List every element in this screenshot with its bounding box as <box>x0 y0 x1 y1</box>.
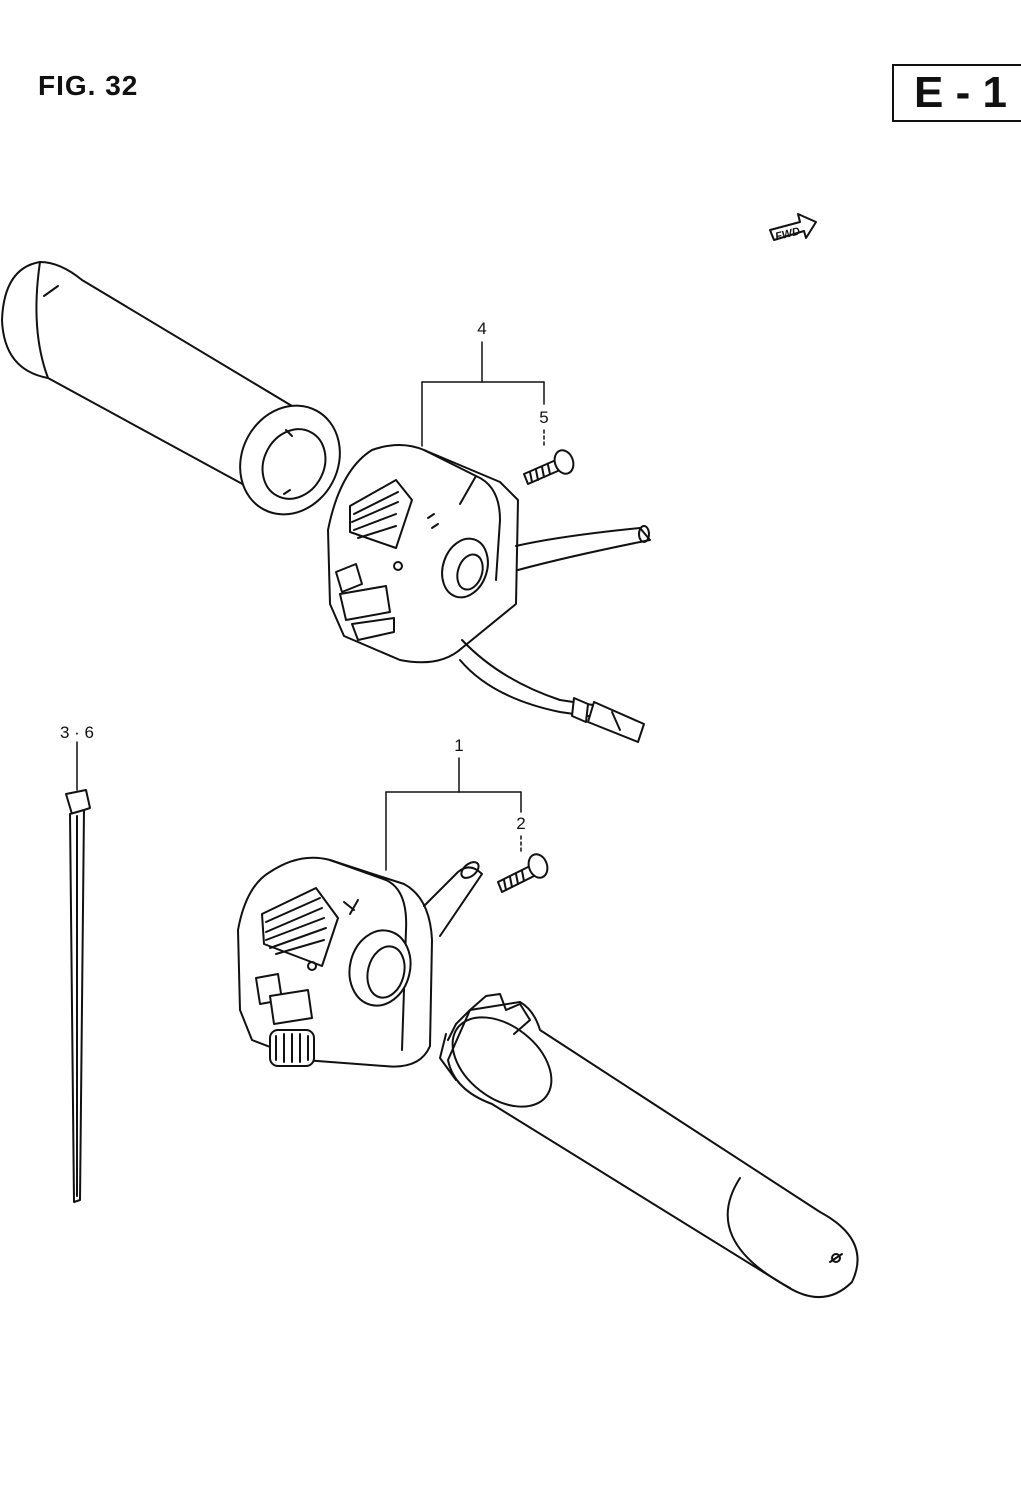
leader-lines-4-5 <box>421 341 545 449</box>
fwd-label: FWD <box>774 225 801 243</box>
figure-code-box: E - 1 <box>892 64 1021 122</box>
left-handlebar-switch <box>327 444 651 743</box>
callout-2: 2 <box>516 814 526 833</box>
callout-5: 5 <box>539 408 549 427</box>
leader-lines-1-2 <box>385 757 522 871</box>
screw-5 <box>523 449 575 485</box>
figure-title: FIG. 32 <box>38 70 139 101</box>
cable-tie-3-6 <box>65 741 91 1203</box>
screw-2 <box>497 853 549 893</box>
left-handle-grip <box>1 261 341 516</box>
throttle-grip <box>439 993 859 1299</box>
callout-1: 1 <box>454 736 464 755</box>
callout-4: 4 <box>477 319 487 338</box>
callout-3-6: 3 · 6 <box>59 723 95 742</box>
fwd-arrow-icon: FWD <box>769 213 817 243</box>
right-handlebar-switch <box>237 856 483 1068</box>
